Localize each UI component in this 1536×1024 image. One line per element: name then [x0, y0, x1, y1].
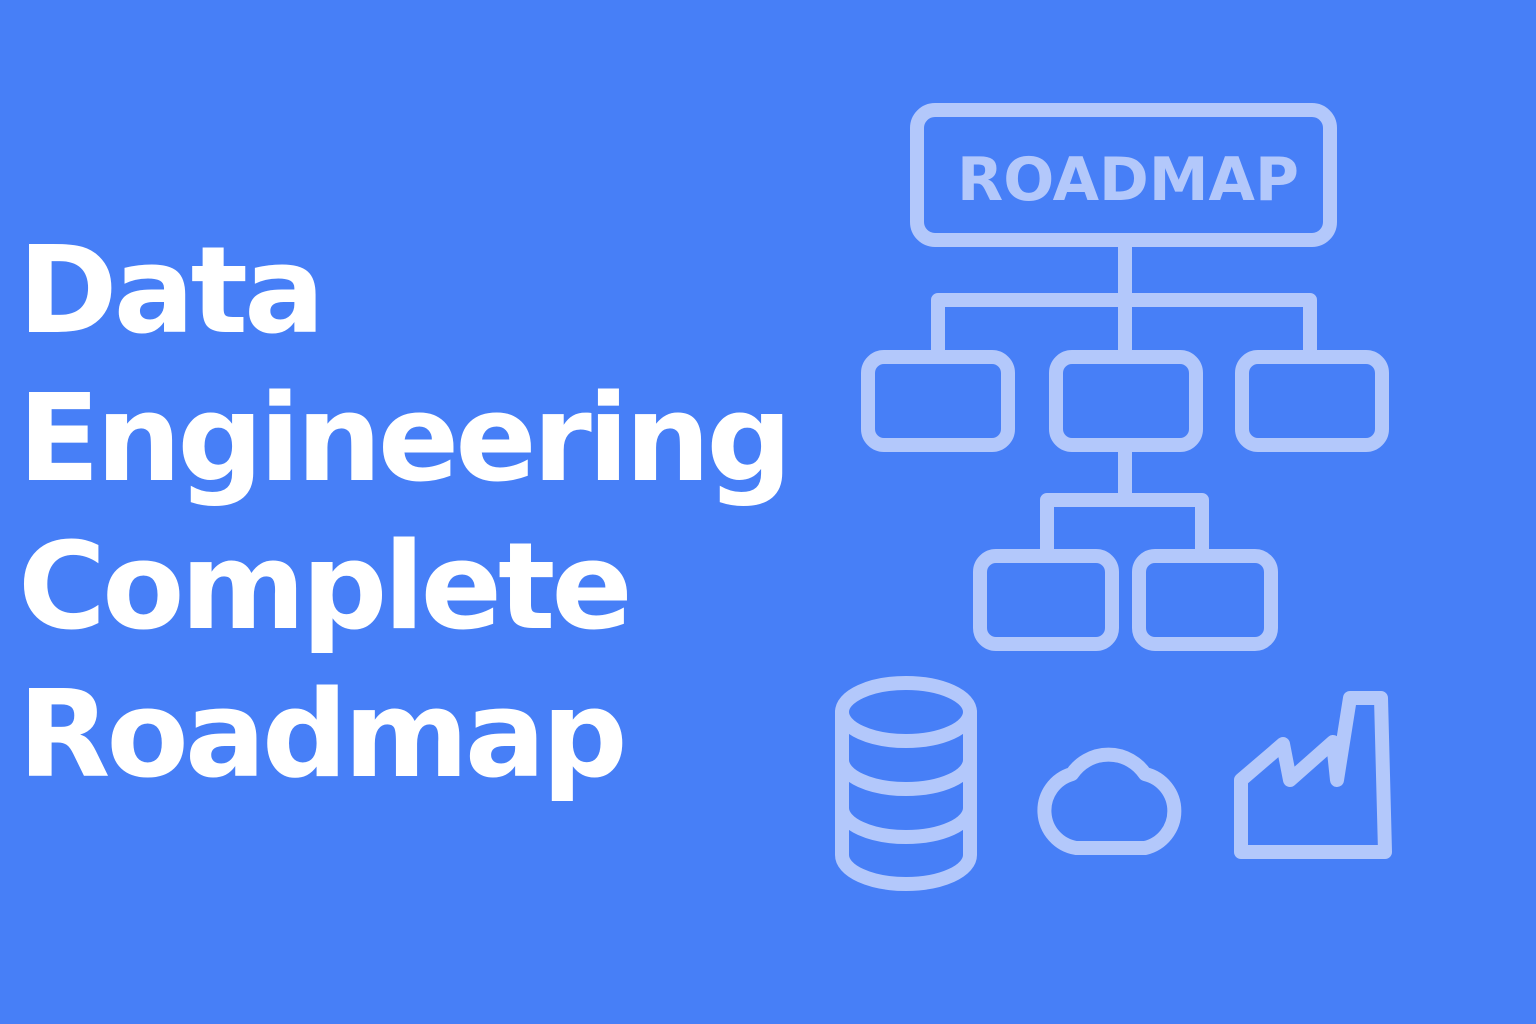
roadmap-node-2 [1049, 350, 1203, 452]
roadmap-node-5 [1132, 549, 1278, 651]
title-line-complete: Complete [18, 518, 633, 657]
title-line-engineering: Engineering [18, 370, 792, 509]
roadmap-node-3 [1235, 350, 1389, 452]
roadmap-node-1 [861, 350, 1015, 452]
factory-icon [1234, 691, 1392, 859]
database-icon [835, 676, 977, 891]
title-line-roadmap: Roadmap [18, 666, 628, 805]
roadmap-node-4 [973, 549, 1119, 651]
cloud-icon [1037, 747, 1182, 855]
title-line-data: Data [18, 222, 325, 361]
roadmap-root-label: ROADMAP [957, 145, 1299, 215]
tree-connectors-level-1 [931, 233, 1317, 364]
page-title: Data Engineering Complete Roadmap [18, 218, 792, 810]
tree-connectors-level-2 [1040, 438, 1209, 563]
roadmap-root-node: ROADMAP [910, 103, 1337, 247]
